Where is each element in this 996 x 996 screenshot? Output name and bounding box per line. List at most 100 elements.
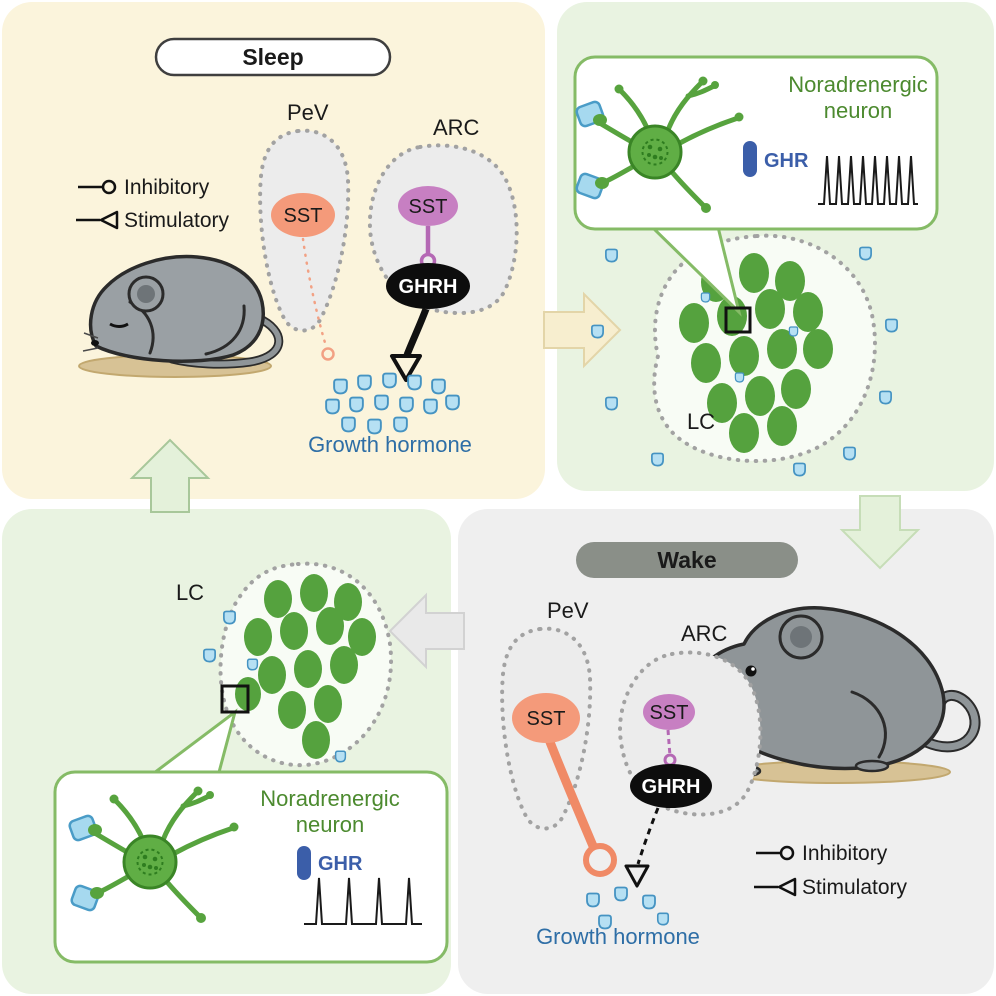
- droplet-icon: [605, 248, 618, 263]
- lc-neuron: [803, 329, 833, 369]
- lc-neuron: [280, 612, 308, 650]
- cycle-arrow-up: [129, 438, 211, 513]
- lc-neuron: [258, 656, 286, 694]
- arc-label: ARC: [433, 115, 480, 140]
- lc-neuron: [294, 650, 322, 688]
- zoom-box: [724, 306, 752, 334]
- droplet-icon: [223, 610, 236, 625]
- cycle-arrow-left: [388, 592, 465, 670]
- wake-panel: Wake PeV SST ARC S: [500, 542, 981, 949]
- droplet-icon: [591, 324, 604, 339]
- droplet-icon: [605, 396, 618, 411]
- mouse-tail: [922, 692, 979, 751]
- mouse-inner-ear: [137, 285, 155, 303]
- lc-neuron: [300, 574, 328, 612]
- ghr-label: GHR: [764, 150, 809, 172]
- ghrh-node: [630, 764, 712, 808]
- droplet-icon: [407, 374, 422, 391]
- lc-neuron: [755, 289, 785, 329]
- droplet-icon: [334, 750, 347, 763]
- sst-arc-label: SST: [650, 702, 689, 724]
- mouse-closed-eye: [109, 322, 129, 328]
- droplet-icon: [203, 648, 216, 663]
- inhibitory-circle-icon: [779, 845, 795, 861]
- cycle-arrow-down: [839, 495, 921, 570]
- pev-label: PeV: [287, 100, 329, 125]
- lc-neuron: [691, 343, 721, 383]
- spike-train-high: [818, 155, 918, 205]
- droplet-icon: [843, 446, 856, 461]
- lc-neuron: [729, 336, 759, 376]
- wake-title: Wake: [657, 547, 716, 573]
- lc-neuron: [244, 618, 272, 656]
- lc-label: LC: [687, 409, 715, 434]
- lc-neuron: [316, 607, 344, 645]
- droplet-icon: [700, 292, 711, 303]
- zoom-box: [220, 684, 250, 714]
- sleep-title: Sleep: [242, 44, 303, 70]
- lc-neuron: [330, 646, 358, 684]
- sleep-legend: Inhibitory Stimulatory: [76, 176, 230, 232]
- neuron-callout-bubble: [573, 55, 939, 231]
- sst-arc-node: [643, 694, 695, 730]
- growth-hormone-label: Growth hormone: [536, 924, 700, 949]
- lc-neuron: [679, 303, 709, 343]
- droplet-icon: [349, 396, 364, 413]
- lc-neuron: [302, 721, 330, 759]
- pev-label: PeV: [547, 598, 589, 623]
- mouse-hind-foot: [854, 759, 890, 773]
- droplet-icon: [586, 892, 600, 908]
- lc-neuron: [264, 580, 292, 618]
- stimulatory-triangle-icon: [777, 877, 797, 897]
- inhibitory-terminal-icon: [663, 753, 677, 767]
- lc-neuron: [745, 376, 775, 416]
- lc-neuron: [334, 583, 362, 621]
- lc-neuron: [348, 618, 376, 656]
- sst-pev-label: SST: [284, 205, 323, 227]
- sst-arc-node: [398, 186, 458, 226]
- wake-title-pill: [576, 542, 798, 578]
- stimulatory-label: Stimulatory: [802, 876, 908, 899]
- ghr-receptor-icon: [297, 846, 311, 880]
- inhibitory-label: Inhibitory: [802, 842, 888, 865]
- lc-label: LC: [176, 580, 204, 605]
- lc-neuron: [314, 685, 342, 723]
- ghrh-label: GHRH: [399, 276, 458, 298]
- droplet-icon: [734, 372, 745, 383]
- lc-neurons-cluster: [679, 253, 833, 453]
- droplet-icon: [885, 318, 898, 333]
- droplet-icon: [423, 398, 438, 415]
- noradrenergic-neuron-icon: [575, 76, 744, 213]
- cycle-arrow-right: [543, 291, 622, 369]
- stimulatory-label: Stimulatory: [124, 209, 230, 232]
- neuron-nucleus: [136, 848, 164, 876]
- lc-neuron: [775, 261, 805, 301]
- spike-train-low: [304, 877, 422, 925]
- lc-neuron: [739, 253, 769, 293]
- stimulatory-terminal-icon: [624, 864, 650, 888]
- sst-arc-label: SST: [409, 196, 448, 218]
- droplet-icon: [374, 394, 389, 411]
- droplet-icon: [656, 912, 670, 926]
- neuron-callout-bubble: [53, 770, 449, 964]
- receptor-block-icon: [68, 814, 98, 842]
- ghr-receptor-icon: [743, 141, 757, 177]
- ghr-label: GHR: [318, 853, 363, 875]
- neuron-soma: [122, 834, 178, 890]
- noradrenergic-neuron-icon: [68, 786, 239, 923]
- stimulatory-terminal-icon: [390, 354, 422, 382]
- lc-neuron: [781, 369, 811, 409]
- ghrh-label: GHRH: [642, 776, 701, 798]
- mouse-nose: [91, 340, 99, 346]
- lc-neuron: [793, 292, 823, 332]
- droplet-icon: [325, 398, 340, 415]
- inhibitory-terminal-icon: [583, 843, 617, 877]
- ghrh-weak-output: [636, 807, 660, 865]
- noradrenergic-title-line2: neuron: [296, 812, 365, 837]
- neuron-nucleus: [641, 138, 669, 166]
- lc-inactive-panel: LC GHR N: [53, 561, 449, 964]
- inhibitory-circle-icon: [101, 179, 117, 195]
- droplet-icon: [382, 372, 397, 389]
